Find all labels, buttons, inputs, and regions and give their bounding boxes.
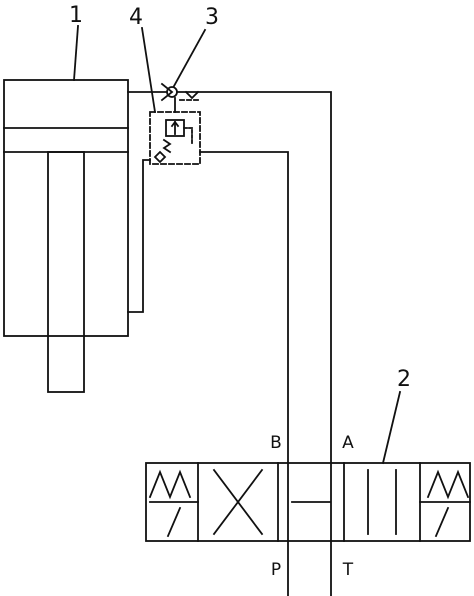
callout-1: 1: [69, 3, 83, 28]
right-solenoid-diag: [434, 506, 450, 538]
valve-block: [149, 111, 201, 165]
relief-arrow-head: [170, 120, 180, 128]
internal-check: [153, 150, 167, 164]
cross-line-2: [212, 468, 264, 536]
check-ball: [166, 86, 178, 98]
b-line: [199, 151, 289, 596]
leader-2: [381, 390, 402, 465]
port-t: T: [342, 560, 354, 580]
port-b: B: [270, 433, 282, 453]
callout-4: 4: [129, 5, 143, 30]
left-spring: [148, 469, 192, 500]
pilot-notch: [184, 90, 200, 100]
piston-rod: [47, 151, 85, 393]
directional-valve: [145, 462, 471, 542]
relief-spring: [162, 138, 172, 154]
left-solenoid-diag: [166, 506, 182, 538]
callout-3: 3: [205, 5, 219, 30]
port-a: A: [342, 433, 354, 453]
leader-1: [73, 25, 79, 81]
a-line: [177, 91, 332, 596]
callout-2: 2: [397, 367, 411, 392]
leader-4: [140, 26, 157, 114]
pilot-check-valve: [160, 82, 200, 102]
port-p: P: [271, 560, 281, 580]
rod-side-line: [127, 159, 151, 313]
leader-3: [172, 28, 207, 88]
check-seat: [160, 82, 174, 102]
right-spring: [426, 469, 470, 500]
relief-pilot-line: [183, 127, 193, 145]
hydraulic-cylinder: [3, 79, 129, 393]
cylinder-barrel: [3, 79, 129, 337]
